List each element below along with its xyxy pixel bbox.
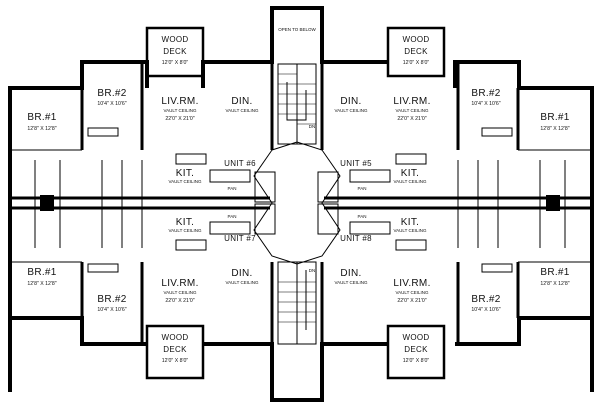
pan-label-3: PAN (358, 186, 367, 191)
br1-bottom-left-size: 12'8" X 12'8" (27, 281, 56, 287)
deck-top-right-size: 12'0" X 8'0" (403, 60, 430, 66)
unit-6-label: UNIT #6 (224, 159, 256, 168)
deck-bottom-right-deck: DECK (404, 345, 428, 354)
stairs-top (277, 63, 317, 145)
br2-bottom-right: BR.#2 (471, 294, 500, 305)
br1-top-right-size: 12'8" X 12'8" (540, 126, 569, 132)
deck-bottom-left-wood: WOOD (162, 333, 189, 342)
kit-top-right: KIT. (401, 168, 419, 179)
unit-5-label: UNIT #5 (340, 159, 372, 168)
liv-rm-top-left: LIV.RM. (161, 96, 198, 107)
central-landing (253, 141, 341, 265)
br1-top-right: BR.#1 (540, 112, 569, 123)
interior-walls (12, 62, 590, 344)
deck-bottom-right-size: 12'0" X 8'0" (403, 358, 430, 364)
kit-top-left: KIT. (176, 168, 194, 179)
unit-7-label: UNIT #7 (224, 234, 256, 243)
kit-top-left-ceiling: VAULT CEILING (168, 179, 202, 184)
br1-top-left: BR.#1 (27, 112, 56, 123)
exterior-walls (8, 6, 594, 402)
liv-rm-bottom-right: LIV.RM. (393, 278, 430, 289)
closets (87, 127, 513, 273)
kit-bottom-right-ceiling: VAULT CEILING (393, 228, 427, 233)
deck-top-left-wood: WOOD (162, 35, 189, 44)
br2-bottom-left-size: 10'4" X 10'6" (97, 307, 126, 313)
stairs-bottom (277, 261, 317, 345)
kitchen-cabinets (175, 153, 427, 251)
din-bottom-left: DIN. (231, 268, 252, 279)
din-top-left-ceiling: VAULT CEILING (225, 108, 259, 113)
pan-label-1: PAN (228, 186, 237, 191)
br1-bottom-right-size: 12'8" X 12'8" (540, 281, 569, 287)
din-bottom-right: DIN. (340, 268, 361, 279)
liv-rm-top-right-size: 22'0" X 21'0" (397, 116, 426, 122)
br2-bottom-right-size: 10'4" X 10'6" (471, 307, 500, 313)
liv-rm-top-left-ceiling: VAULT CEILING (163, 108, 197, 113)
deck-top-left-size: 12'0" X 8'0" (162, 60, 189, 66)
liv-rm-top-right: LIV.RM. (393, 96, 430, 107)
stair-bottom-dn: DN (309, 268, 316, 273)
kit-top-right-ceiling: VAULT CEILING (393, 179, 427, 184)
deck-top-right-deck: DECK (404, 47, 428, 56)
din-bottom-left-ceiling: VAULT CEILING (225, 280, 259, 285)
pan-label-4: PAN (358, 214, 367, 219)
deck-bottom-left-deck: DECK (163, 345, 187, 354)
din-top-right: DIN. (340, 96, 361, 107)
br2-top-left-size: 10'4" X 10'6" (97, 101, 126, 107)
deck-top-right-wood: WOOD (403, 35, 430, 44)
kit-bottom-right: KIT. (401, 217, 419, 228)
liv-rm-top-right-ceiling: VAULT CEILING (395, 108, 429, 113)
liv-rm-top-left-size: 22'0" X 21'0" (165, 116, 194, 122)
br2-top-left: BR.#2 (97, 88, 126, 99)
kit-bottom-left: KIT. (176, 217, 194, 228)
br1-bottom-left: BR.#1 (27, 267, 56, 278)
liv-rm-bottom-left-ceiling: VAULT CEILING (163, 290, 197, 295)
liv-rm-bottom-right-ceiling: VAULT CEILING (395, 290, 429, 295)
deck-bottom-left-size: 12'0" X 8'0" (162, 358, 189, 364)
br2-top-right: BR.#2 (471, 88, 500, 99)
din-top-right-ceiling: VAULT CEILING (334, 108, 368, 113)
deck-top-left-deck: DECK (163, 47, 187, 56)
br1-bottom-right: BR.#1 (540, 267, 569, 278)
br2-top-right-size: 10'4" X 10'6" (471, 101, 500, 107)
deck-bottom-right-wood: WOOD (403, 333, 430, 342)
din-bottom-right-ceiling: VAULT CEILING (334, 280, 368, 285)
unit-8-label: UNIT #8 (340, 234, 372, 243)
pan-label-2: PAN (228, 214, 237, 219)
stair-top-dn: DN (309, 124, 316, 129)
liv-rm-bottom-left: LIV.RM. (161, 278, 198, 289)
open-to-below-label: OPEN TO BELOW (278, 27, 316, 32)
kit-bottom-left-ceiling: VAULT CEILING (168, 228, 202, 233)
liv-rm-bottom-right-size: 22'0" X 21'0" (397, 298, 426, 304)
br2-bottom-left: BR.#2 (97, 294, 126, 305)
liv-rm-bottom-left-size: 22'0" X 21'0" (165, 298, 194, 304)
din-top-left: DIN. (231, 96, 252, 107)
decks (145, 26, 446, 380)
br1-top-left-size: 12'8" X 12'8" (27, 126, 56, 132)
